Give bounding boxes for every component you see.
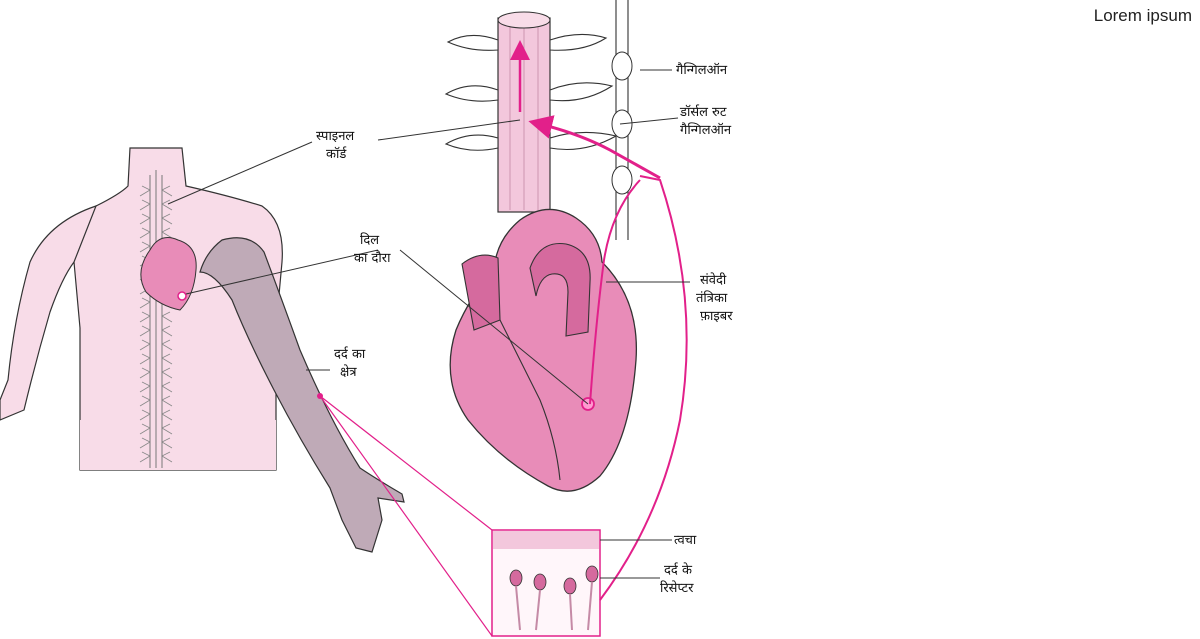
label-skin: त्वचा — [674, 533, 697, 548]
label-spinal-cord-2: कॉर्ड — [326, 146, 347, 162]
large-heart — [449, 208, 638, 492]
spine-branch — [139, 381, 151, 393]
spine-branch — [139, 395, 151, 407]
heart-coronary — [499, 319, 561, 481]
left-arm — [0, 205, 98, 421]
label-receptor-1: दर्द के — [664, 562, 693, 578]
leader-lines — [167, 69, 690, 579]
spine-branch — [161, 423, 173, 435]
skin-section — [491, 529, 601, 637]
zoom-line-top — [319, 395, 493, 531]
torso-figure — [0, 147, 405, 553]
heart-nerve-fiber — [589, 179, 641, 405]
spine-branch — [161, 437, 173, 449]
spine-branch — [139, 451, 151, 463]
label-spinal-cord-1: स्पाइनल — [316, 129, 354, 144]
heart-left-vessel — [461, 254, 501, 331]
spine-branch — [139, 227, 151, 239]
skin-epidermis — [493, 531, 599, 549]
spine-branch — [161, 409, 173, 421]
heart-aorta — [529, 242, 591, 337]
spine-branch — [161, 339, 173, 351]
torso-lower — [80, 420, 276, 470]
spine-branch — [161, 395, 173, 407]
spine-branch — [139, 367, 151, 379]
spine-branch — [161, 381, 173, 393]
spine-branch — [139, 241, 151, 253]
label-sensory-2: तंत्रिका — [696, 290, 728, 306]
spine-branch — [139, 339, 151, 351]
sensory-nerve-fiber — [599, 175, 688, 601]
spine-branch — [139, 213, 151, 225]
spine-branch — [161, 185, 173, 197]
spine-branch — [161, 367, 173, 379]
label-sensory-3: फ़ाइबर — [700, 309, 733, 324]
spine-branch — [161, 199, 173, 211]
zoom-line-bottom — [319, 395, 493, 637]
label-pain-area-2: क्षेत्र — [340, 364, 357, 380]
spine-branch — [139, 311, 151, 323]
spine-branch — [139, 423, 151, 435]
label-pain-area-1: दर्द का — [334, 346, 366, 362]
spinal-cord-detail — [444, 0, 633, 240]
label-heart-attack-1: दिल — [360, 232, 379, 248]
spine-branch — [161, 311, 173, 323]
spine-branch — [139, 325, 151, 337]
spine-branch — [161, 451, 173, 463]
pain-receptors — [509, 565, 599, 595]
label-heart-attack-2: का दौरा — [354, 250, 391, 266]
spine-branch — [139, 409, 151, 421]
spine-branch — [139, 353, 151, 365]
pain-arm — [199, 237, 405, 553]
spinal-cord-top — [497, 11, 551, 29]
spine-branch — [139, 199, 151, 211]
spine-branch — [139, 297, 151, 309]
label-dorsal-root-1: डॉर्सल रुट — [679, 104, 727, 120]
torso-spine — [149, 170, 163, 468]
spine-branch — [161, 325, 173, 337]
spine-branch — [139, 185, 151, 197]
corner-text: Lorem ipsum — [1093, 6, 1192, 25]
label-receptor-2: रिसेप्टर — [660, 580, 694, 596]
spine-branch — [161, 353, 173, 365]
spine-branch — [161, 227, 173, 239]
spine-branch — [161, 213, 173, 225]
spine-branch — [139, 437, 151, 449]
chain-ganglia — [611, 51, 633, 195]
label-ganglion: गैन्गिलऑन — [676, 62, 728, 78]
dorsal-root-pathway — [528, 115, 661, 180]
torso-heart-attack-point — [177, 291, 187, 301]
nerve-roots — [444, 33, 618, 151]
label-dorsal-root-2: गैन्गिलऑन — [680, 122, 732, 138]
label-sensory-1: संवेदी — [700, 272, 727, 288]
